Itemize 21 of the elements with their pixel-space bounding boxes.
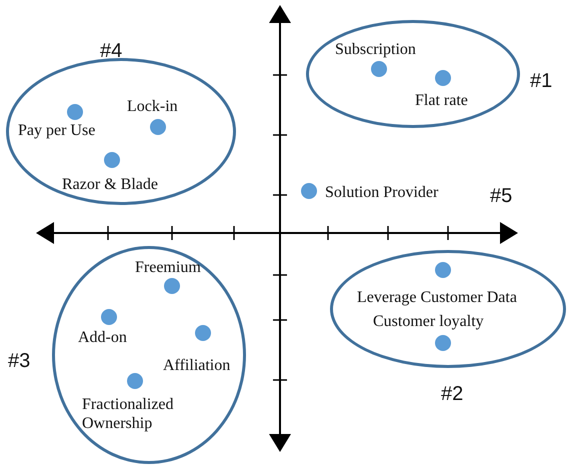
point-label: Lock-in	[127, 97, 178, 116]
group-ellipse	[330, 250, 566, 368]
point-label: Affiliation	[163, 356, 230, 375]
group-number: #4	[100, 40, 122, 63]
group-ellipse	[306, 20, 520, 128]
point-label: Customer loyalty	[373, 312, 484, 331]
group-number: #3	[8, 350, 30, 373]
point-label: Pay per Use	[18, 121, 96, 140]
group-number: #1	[530, 70, 552, 93]
point-label: Leverage Customer Data	[357, 288, 517, 307]
point-label: Solution Provider	[325, 183, 438, 202]
group-number: #2	[441, 383, 464, 406]
point-label: Fractionalized Ownership	[82, 395, 175, 433]
group-ellipse	[6, 58, 236, 205]
point-label: Razor & Blade	[62, 175, 158, 194]
group-ellipse	[52, 246, 246, 464]
point-label: Add-on	[78, 328, 127, 347]
group-number: #5	[490, 185, 512, 208]
point-label: Subscription	[335, 40, 416, 59]
point-label: Flat rate	[415, 91, 468, 110]
point-label: Freemium	[135, 258, 201, 277]
